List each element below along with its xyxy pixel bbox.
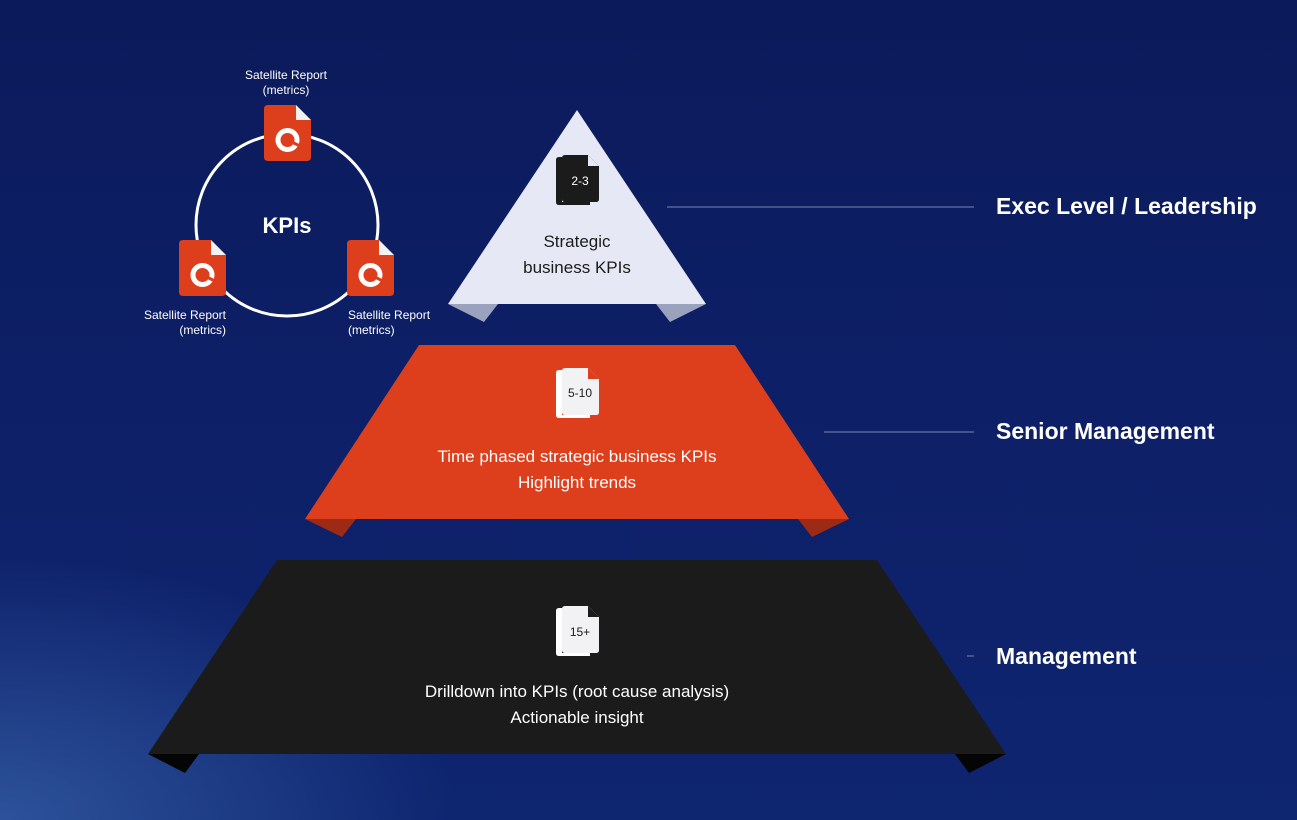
tier-description-line1: Strategic	[543, 232, 611, 251]
tier-description-line2: business KPIs	[523, 258, 631, 277]
satellite-report-sublabel: (metrics)	[348, 323, 395, 337]
tier-shape	[448, 110, 706, 304]
satellite-report-sublabel: (metrics)	[179, 323, 226, 337]
document-stack-icon	[556, 368, 599, 418]
satellite-report-label: Satellite Report	[348, 308, 431, 322]
level-label-management: Management	[996, 643, 1137, 669]
tier-description-line2: Actionable insight	[510, 708, 644, 727]
tier-fold-right	[955, 754, 1006, 773]
tier-fold-right	[798, 519, 849, 537]
tier-fold-left	[305, 519, 356, 537]
tier-shape	[305, 345, 849, 519]
pyramid-tier-top: 2-3 Strategic business KPIs	[448, 110, 706, 322]
tier-description-line1: Time phased strategic business KPIs	[437, 447, 716, 466]
document-count: 15+	[570, 625, 590, 639]
pyramid-tier-middle: 5-10 Time phased strategic business KPIs…	[305, 345, 849, 537]
document-count: 2-3	[571, 174, 589, 188]
level-label-exec: Exec Level / Leadership	[996, 193, 1257, 219]
tier-fold-left	[448, 304, 498, 322]
tier-description-line2: Highlight trends	[518, 473, 636, 492]
level-label-senior: Senior Management	[996, 418, 1215, 444]
level-labels: Exec Level / Leadership Senior Managemen…	[667, 193, 1257, 669]
satellite-report-icon	[179, 240, 226, 296]
satellite-report-sublabel: (metrics)	[263, 83, 310, 97]
kpi-cycle: KPIs Satellite Report (metrics) Satellit…	[144, 68, 431, 337]
tier-fold-left	[148, 754, 199, 773]
tier-fold-right	[656, 304, 706, 322]
satellite-report-icon	[347, 240, 394, 296]
document-count: 5-10	[568, 386, 592, 400]
satellite-report-icon	[264, 105, 311, 161]
document-stack-icon	[556, 155, 599, 205]
tier-shape	[148, 560, 1006, 754]
kpi-center-label: KPIs	[263, 213, 312, 238]
satellite-report-label: Satellite Report	[245, 68, 328, 82]
tier-description-line1: Drilldown into KPIs (root cause analysis…	[425, 682, 729, 701]
satellite-report-label: Satellite Report	[144, 308, 227, 322]
document-stack-icon	[556, 606, 599, 656]
pyramid-tier-bottom: 15+ Drilldown into KPIs (root cause anal…	[148, 560, 1006, 773]
